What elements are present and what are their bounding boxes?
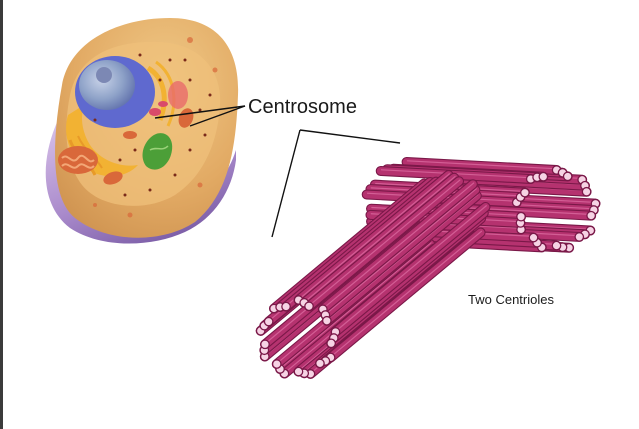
cell-nucleolus xyxy=(96,67,112,83)
cell-green-organelle xyxy=(142,133,173,170)
leader-lines xyxy=(154,105,401,238)
centriole-pair-illustration xyxy=(255,157,601,379)
window-left-border xyxy=(0,0,3,429)
centriole-lower xyxy=(255,170,491,379)
centrioles-label: Two Centrioles xyxy=(468,292,554,307)
animal-cell-illustration xyxy=(45,18,239,244)
cell-mitochondria-cluster xyxy=(58,146,98,174)
cell-nucleus xyxy=(79,60,135,110)
centrosome-label: Centrosome xyxy=(248,96,357,118)
